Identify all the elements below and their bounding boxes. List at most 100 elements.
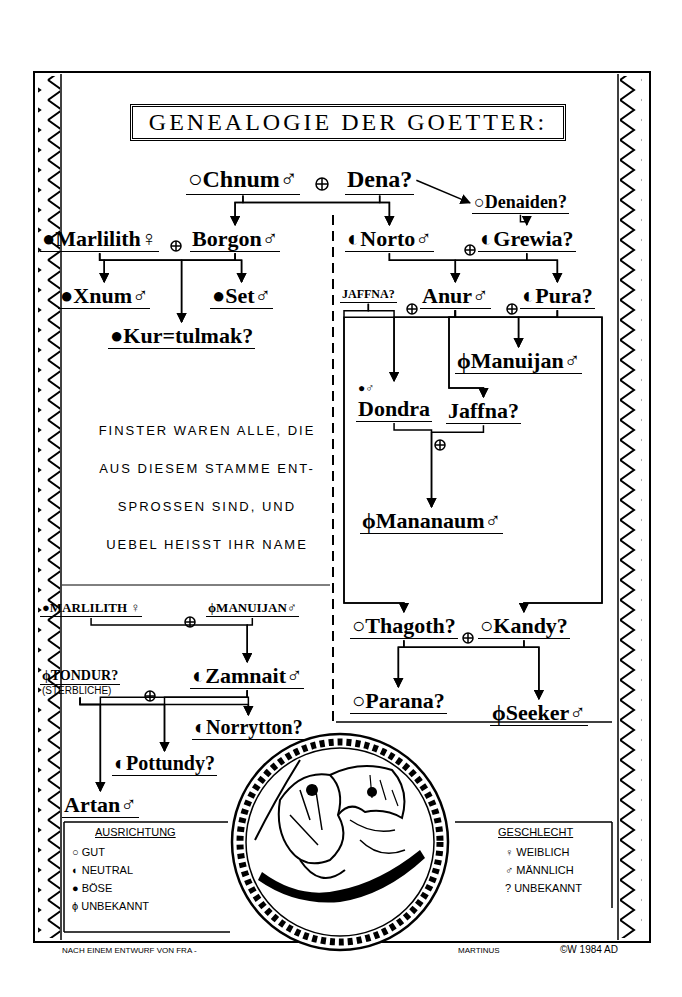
name-text: ◐Grewia? [478,226,576,252]
legend-frame [64,822,230,932]
name-text: ◐Pottundy? [112,752,217,776]
medallion-illustration [232,734,448,950]
deity-name: ○Chnum♂ [186,166,300,195]
name-text: ϕManuijan♂ [455,348,582,374]
legend-frame [455,822,612,908]
name-text: ϕSeeker♂ [490,700,588,726]
legend-text: ♂ MÄNNLICH [505,864,574,876]
legend-text: ○ GUT [72,846,105,858]
lineage-connector [432,425,484,507]
legend-entry: ? UNBEKANNT [505,882,582,894]
deity-name: Borgon♂ [190,226,280,252]
name-text: Dondra [356,396,432,422]
name-text: Dena? [345,166,414,195]
name-text: ●MARLILITH ♀ [40,601,142,617]
deity-name: Jaffna? [446,398,521,424]
lineage-connector [235,196,243,225]
deity-name: ◐Grewia? [478,226,576,252]
lineage-connector [235,253,241,282]
legend-entry: ● BÖSE [72,882,112,894]
lineage-connector [344,304,404,612]
name-text: Artan♂ [62,792,139,818]
deity-name: ●Xnum♂ [58,283,150,309]
name-text: JAFFNA? [340,288,397,303]
name-text: (STERBLICHE) [40,685,120,697]
deity-name: ϕMananaum♂ [360,508,503,534]
legend-entry: ♀ WEIBLICH [505,846,569,858]
lineage-connector [344,310,455,612]
deity-name: ○Kandy? [478,613,570,639]
legend-entry: ◐ NEUTRAL [72,864,133,876]
deity-name: ●MARLILITH ♀ [40,601,142,617]
name-text: ○Kandy? [478,613,570,639]
label-text: AUSRICHTUNG [95,826,176,838]
legend-entry: ♂ MÄNNLICH [505,864,574,876]
lineage-connector [380,196,390,225]
deity-name: ◐Norrytton? [192,716,305,740]
name-text: Jaffna? [446,398,521,424]
name-text: Borgon♂ [190,226,280,252]
deity-name: Artan♂ [62,792,139,818]
legend-entry: ϕ UNBEKANNT [72,900,149,912]
lineage-connector [368,304,394,381]
name-text: ●♂ [356,382,432,396]
legend-text: ♀ WEIBLICH [505,846,569,858]
deity-name: Dena? [345,166,414,195]
deity-name: ϕTONDUR?(STERBLICHE) [40,668,120,697]
lineage-connector [91,618,247,662]
deity-name: ◐Pottundy? [112,752,217,776]
deity-name: ●Marlilith♀ [40,226,159,252]
marriage-symbol [145,178,517,701]
zigzag-border [620,76,642,938]
deity-name: ϕManuijan♂ [455,348,582,374]
name-text: ●Xnum♂ [58,283,150,309]
name-text: ϕTONDUR? [40,668,120,685]
name-text: ○Chnum♂ [186,166,300,195]
lineage-connector [389,253,455,282]
lineage-connector [519,310,558,347]
deity-name: ϕMANUIJAN♂ [206,601,299,617]
lineage-connector [389,253,557,282]
lineage-connector [100,690,247,791]
name-text: ●Set♂ [210,283,273,309]
lineage-connector [80,698,164,751]
name-text: ●Marlilith♀ [40,226,159,252]
deity-name: ○Parana? [350,688,447,714]
lineage-connector [104,253,235,282]
name-text: ◐Pura? [520,283,595,309]
divider-line [332,215,334,722]
lineage-connector [455,310,602,612]
frame-line [617,74,619,940]
lineage-connector [520,215,526,225]
lineage-connector [247,618,252,662]
lineage-connector [527,253,558,282]
deity-name: ϕSeeker♂ [490,700,588,726]
divider-line [62,585,330,586]
name-text: ○Parana? [350,688,447,714]
lineage-connector [394,310,455,381]
deity-name: ◐Norto♂ [345,226,434,252]
note-text: FINSTER WAREN ALLE, DIE AUS DIESEM STAMM… [92,412,322,564]
lineage-connector [455,310,518,347]
deity-name: ◐Zamnait♂ [190,663,304,689]
lineage-connector [416,180,470,203]
name-text: ◐Norrytton? [192,716,305,740]
name-text: ○Thagoth? [350,613,458,639]
deity-name: JAFFNA? [340,288,397,303]
name-text: ●Kur=tulmak? [108,323,255,349]
title-box: GENEALOGIE DER GOETTER: [130,104,566,141]
name-text: ϕMANUIJAN♂ [206,601,299,617]
legend-entry: ○ GUT [72,846,105,858]
label-text: GESCHLECHT [498,826,573,838]
outer-frame [34,72,650,942]
lineage-connector [394,423,431,507]
deity-name: ○Denaiden? [472,192,569,214]
lineage-connector [455,253,526,282]
legend-text: ϕ UNBEKANNT [72,900,149,912]
name-text: ◐Zamnait♂ [190,663,304,689]
name-text: Anur♂ [420,283,491,309]
title-text: GENEALOGIE DER GOETTER: [149,109,547,135]
deity-name: Anur♂ [420,283,491,309]
name-text: ○Denaiden? [472,192,569,214]
